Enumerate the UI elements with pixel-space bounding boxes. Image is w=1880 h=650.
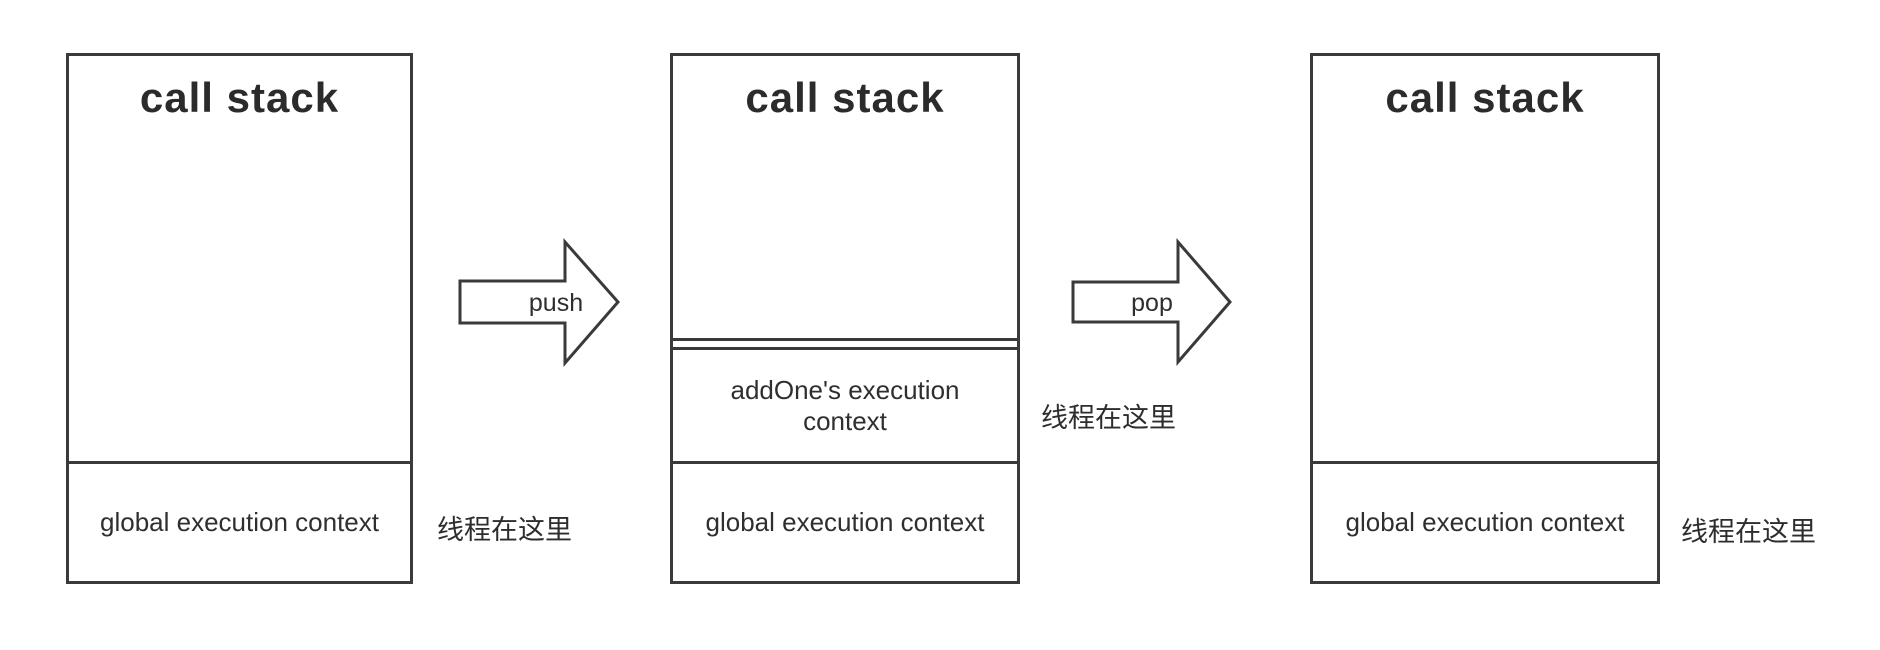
call-stack-box-before-push: call stack global execution context bbox=[66, 53, 413, 584]
frame-label: global execution context bbox=[705, 507, 985, 537]
global-execution-context-frame: global execution context bbox=[673, 461, 1017, 581]
call-stack-box-during-call: call stack addOne's execution context gl… bbox=[670, 53, 1020, 584]
call-stack-box-after-pop: call stack global execution context bbox=[1310, 53, 1660, 584]
frame-label: global execution context bbox=[100, 507, 379, 537]
thread-here-label-right: 线程在这里 bbox=[1681, 517, 1816, 547]
addone-execution-context-frame: addOne's execution context bbox=[670, 347, 1020, 461]
frame-label: global execution context bbox=[1345, 507, 1625, 537]
pop-arrow-icon bbox=[1071, 237, 1232, 367]
global-execution-context-frame: global execution context bbox=[69, 461, 410, 581]
thread-here-label-left: 线程在这里 bbox=[437, 515, 572, 545]
global-execution-context-frame: global execution context bbox=[1313, 461, 1657, 581]
thread-here-label-middle: 线程在这里 bbox=[1041, 403, 1176, 433]
stack-title: call stack bbox=[745, 74, 945, 121]
push-arrow-icon bbox=[458, 238, 620, 368]
stack-shelf-line bbox=[670, 338, 1020, 341]
frame-label: addOne's execution context bbox=[730, 374, 960, 436]
pop-arrow-label: pop bbox=[1131, 289, 1173, 317]
push-arrow-label: push bbox=[529, 289, 583, 317]
stack-title: call stack bbox=[139, 74, 340, 121]
stack-title: call stack bbox=[1385, 74, 1585, 121]
